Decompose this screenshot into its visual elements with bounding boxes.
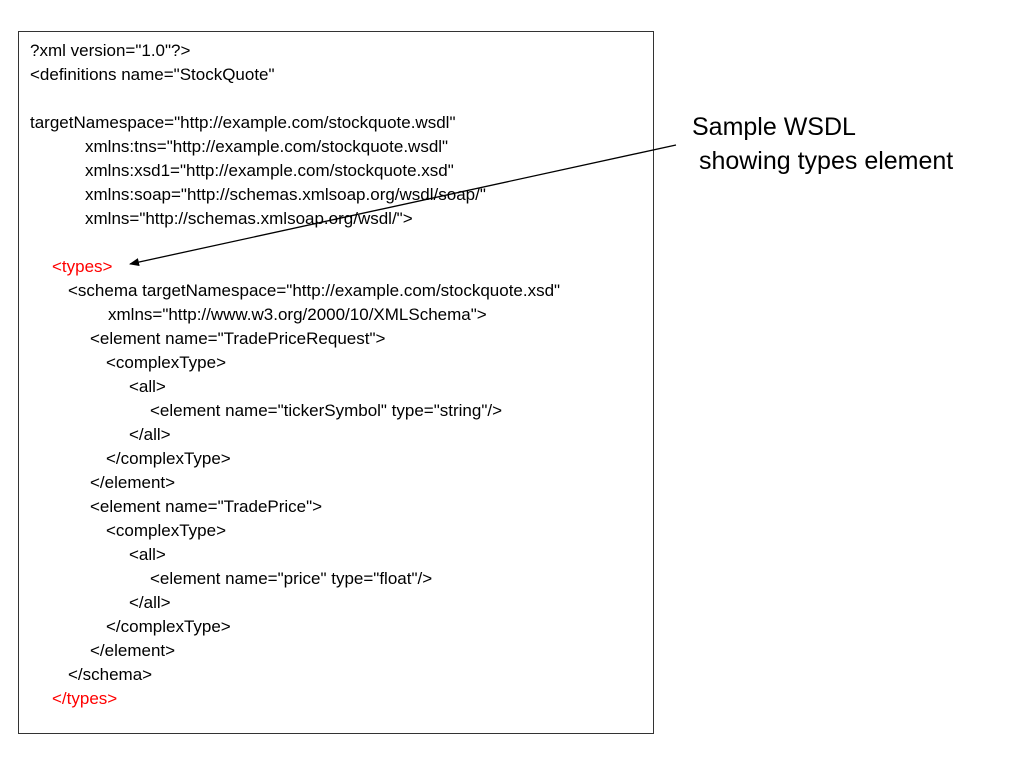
complex-type-open-line: <complexType> [106, 353, 227, 372]
xmlns-tns-line: xmlns:tns="http://example.com/stockquote… [85, 137, 449, 156]
element-trade-price-line: <element name="TradePrice"> [90, 497, 323, 516]
complex-type-open-line-2: <complexType> [106, 521, 227, 540]
all-open-line: <all> [129, 377, 166, 396]
element-close-line: </element> [90, 473, 176, 492]
xmlns-wsdl-line: xmlns="http://schemas.xmlsoap.org/wsdl/"… [85, 209, 413, 228]
definitions-open-line: <definitions name="StockQuote" [30, 65, 275, 84]
element-ticker-symbol-line: <element name="tickerSymbol" type="strin… [150, 401, 503, 420]
schema-close-line: </schema> [68, 665, 153, 684]
schema-open-line: <schema targetNamespace="http://example.… [68, 281, 561, 300]
caption-title: Sample WSDL [692, 113, 856, 141]
target-namespace-line: targetNamespace="http://example.com/stoc… [30, 113, 456, 132]
caption-subtitle: showing types element [692, 147, 954, 175]
types-open-tag: <types> [52, 257, 113, 276]
types-close-tag: </types> [52, 689, 118, 708]
all-open-line-2: <all> [129, 545, 166, 564]
xml-declaration-line: ?xml version="1.0"?> [30, 41, 191, 60]
element-trade-price-request-line: <element name="TradePriceRequest"> [90, 329, 386, 348]
all-close-line-2: </all> [129, 593, 171, 612]
element-close-line-2: </element> [90, 641, 176, 660]
element-price-line: <element name="price" type="float"/> [150, 569, 433, 588]
schema-xmlns-line: xmlns="http://www.w3.org/2000/10/XMLSche… [108, 305, 487, 324]
xmlns-soap-line: xmlns:soap="http://schemas.xmlsoap.org/w… [85, 185, 486, 204]
code-listing-box [18, 31, 654, 734]
xmlns-xsd1-line: xmlns:xsd1="http://example.com/stockquot… [85, 161, 454, 180]
complex-type-close-line: </complexType> [106, 449, 231, 468]
complex-type-close-line-2: </complexType> [106, 617, 231, 636]
all-close-line: </all> [129, 425, 171, 444]
